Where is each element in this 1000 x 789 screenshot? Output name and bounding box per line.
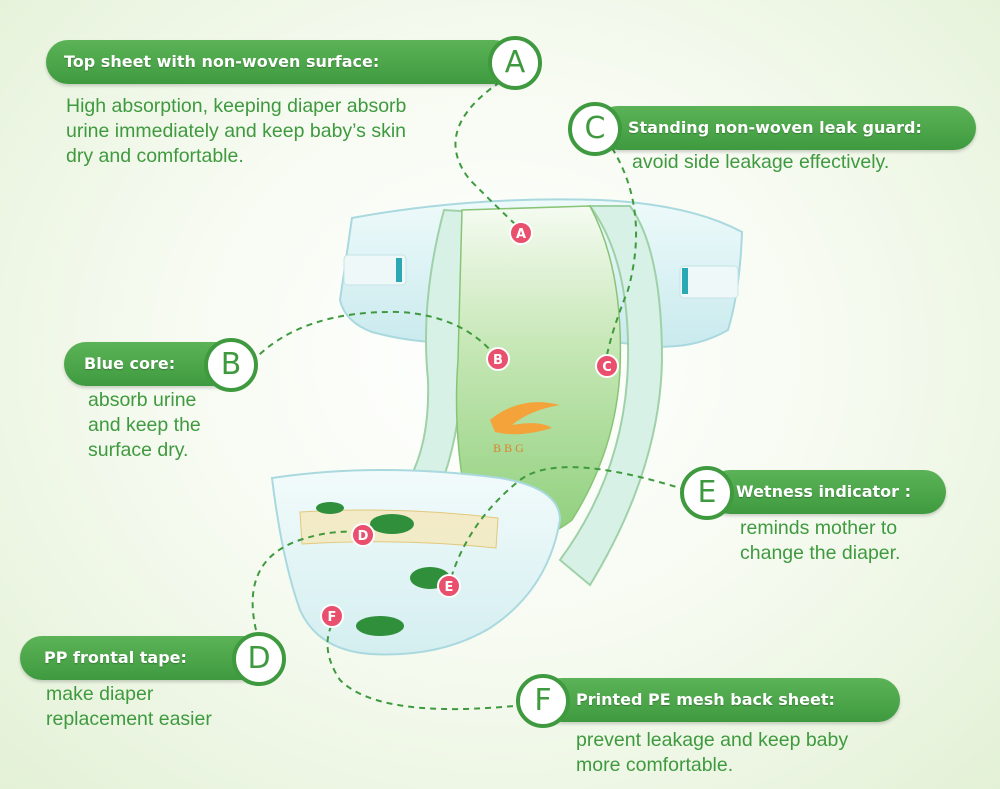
svg-text:D: D [358, 529, 369, 544]
marker-e: E [437, 574, 461, 598]
cloud-decoration [370, 514, 414, 534]
callout-f-title: Printed PE mesh back sheet: [576, 690, 835, 709]
svg-text:B: B [493, 353, 503, 368]
callout-c-badge: C [568, 102, 622, 156]
marker-f: F [320, 604, 344, 628]
marker-d: D [351, 523, 375, 547]
callout-d-pill: PP frontal tape: [20, 636, 274, 680]
callout-e-badge: E [680, 466, 734, 520]
right-tape-mark [682, 268, 688, 294]
logo-text: BBG [493, 441, 527, 455]
leader-line-c [606, 147, 638, 356]
right-leak-guard [558, 205, 664, 587]
svg-text:F: F [328, 610, 337, 625]
leader-line-f [326, 623, 525, 711]
svg-text:A: A [516, 227, 526, 242]
callout-e-description: reminds mother to change the diaper. [740, 517, 901, 564]
callout-e-pill: Wetness indicator : [708, 470, 946, 514]
callout-b-badge: B [204, 338, 258, 392]
callout-e-title: Wetness indicator : [736, 482, 912, 501]
marker-c: C [595, 354, 619, 378]
callout-f-description: prevent leakage and keep baby more comfo… [576, 729, 849, 776]
leader-line-b [251, 310, 493, 363]
callout-d-badge: D [232, 632, 286, 686]
leader-line-d [251, 530, 357, 631]
callout-d-description: make diaper replacement easier [46, 683, 212, 730]
cloud-decoration [356, 616, 404, 636]
left-tape-mark [396, 258, 402, 282]
front-panel [270, 469, 562, 656]
leader-line-a [454, 81, 517, 226]
callout-a-title: Top sheet with non-woven surface: [64, 52, 380, 71]
svg-text:C: C [602, 360, 612, 375]
left-side-tape [343, 254, 407, 286]
callout-c-pill: Standing non-woven leak guard: [596, 106, 976, 150]
logo-swoosh [490, 402, 560, 435]
callout-a-description: High absorption, keeping diaper absorb u… [66, 95, 407, 167]
cloud-decoration [316, 502, 344, 514]
callout-d-title: PP frontal tape: [44, 648, 187, 667]
callout-f-pill: Printed PE mesh back sheet: [540, 678, 900, 722]
right-side-tape [679, 265, 739, 299]
callout-b-description: absorb urine and keep the surface dry. [88, 389, 201, 461]
marker-b: B [486, 347, 510, 371]
marker-a: A [509, 221, 533, 245]
leader-line-e [451, 466, 687, 576]
svg-text:E: E [445, 580, 454, 595]
callout-f-badge: F [516, 674, 570, 728]
callout-b-title: Blue core: [84, 354, 176, 373]
callout-a-pill: Top sheet with non-woven surface: [46, 40, 516, 84]
callout-a-badge: A [488, 36, 542, 90]
callout-c-description: avoid side leakage effectively. [632, 151, 890, 173]
callout-c-title: Standing non-woven leak guard: [628, 118, 922, 137]
